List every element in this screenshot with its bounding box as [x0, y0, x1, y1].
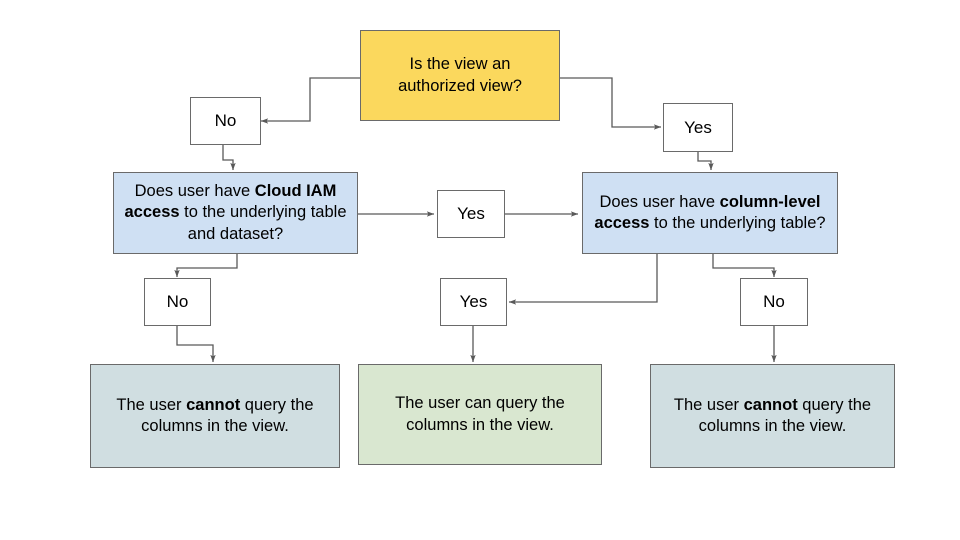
- edge-cloud-iam-to-no: [174, 254, 238, 278]
- node-outcome-deny-right-label: The user cannot query the columns in the…: [673, 395, 872, 435]
- node-start-authorized-view-label: Is the view an authorized view?: [398, 55, 522, 95]
- edge-column-to-yes: [508, 254, 658, 305]
- node-no-not-authorized[interactable]: No: [190, 97, 261, 145]
- node-yes-authorized-label: Yes: [684, 117, 712, 137]
- node-outcome-deny-left[interactable]: The user cannot query the columns in the…: [90, 364, 340, 468]
- node-no-not-authorized-label: No: [214, 111, 237, 131]
- edge-start-to-yes: [560, 77, 662, 130]
- node-yes-authorized[interactable]: Yes: [663, 103, 733, 152]
- node-yes-column-level-label: Yes: [459, 292, 488, 312]
- edge-column-to-no: [712, 254, 777, 278]
- node-decision-cloud-iam-label: Does user have Cloud IAM access to the u…: [124, 182, 347, 243]
- node-outcome-allow-label: The user can query the columns in the vi…: [395, 394, 565, 434]
- node-no-column-level[interactable]: No: [740, 278, 808, 326]
- node-decision-column-level[interactable]: Does user have column-level access to th…: [582, 172, 838, 254]
- edge-no-to-cloud-iam: [222, 145, 236, 171]
- node-outcome-allow[interactable]: The user can query the columns in the vi…: [358, 364, 602, 465]
- node-no-cloud-iam[interactable]: No: [144, 278, 211, 326]
- node-yes-column-level[interactable]: Yes: [440, 278, 507, 326]
- node-no-cloud-iam-label: No: [166, 292, 189, 312]
- edge-yes-to-column-level: [697, 152, 714, 171]
- node-outcome-deny-left-label: The user cannot query the columns in the…: [116, 395, 314, 435]
- node-start-authorized-view[interactable]: Is the view an authorized view?: [360, 30, 560, 121]
- node-yes-cloud-iam[interactable]: Yes: [437, 190, 505, 238]
- node-outcome-deny-right[interactable]: The user cannot query the columns in the…: [650, 364, 895, 468]
- node-decision-cloud-iam[interactable]: Does user have Cloud IAM access to the u…: [113, 172, 358, 254]
- node-yes-cloud-iam-label: Yes: [457, 204, 485, 224]
- edge-start-to-no: [260, 77, 360, 124]
- edge-no-to-deny-left: [176, 326, 216, 363]
- node-no-column-level-label: No: [763, 292, 785, 312]
- node-decision-column-level-label: Does user have column-level access to th…: [594, 192, 826, 232]
